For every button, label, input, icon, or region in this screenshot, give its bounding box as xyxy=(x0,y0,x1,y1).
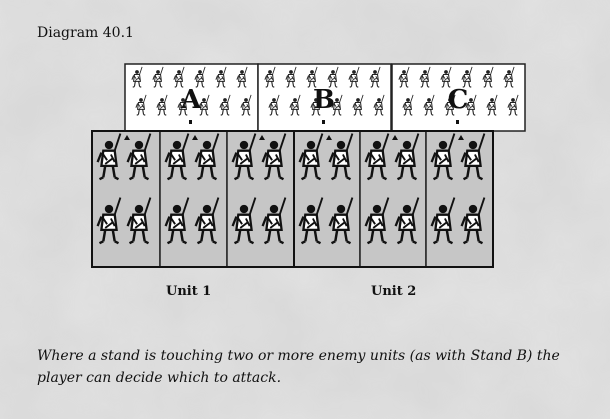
enemy-stand-b: B xyxy=(258,64,391,131)
enemy-stands: A B C xyxy=(125,64,525,131)
enemy-stand-c: C xyxy=(392,64,525,131)
stand-front-marker xyxy=(456,120,459,124)
friendly-stands xyxy=(92,131,493,267)
stand-label-a: A xyxy=(180,85,202,115)
friendly-stand-5 xyxy=(360,131,426,267)
enemy-stand-a: A xyxy=(125,64,258,131)
stand-front-marker xyxy=(189,120,192,124)
stand-front-marker xyxy=(322,120,325,124)
friendly-stand-1 xyxy=(92,131,160,267)
stand-label-b: B xyxy=(313,85,335,115)
friendly-stand-2 xyxy=(160,131,227,267)
friendly-stand-6 xyxy=(426,131,493,267)
unit-1-label: Unit 1 xyxy=(166,284,211,299)
friendly-stand-3 xyxy=(227,131,294,267)
friendly-stand-4 xyxy=(294,131,360,267)
stand-label-c: C xyxy=(448,85,469,115)
explanatory-note: Where a stand is touching two or more en… xyxy=(37,345,577,389)
unit-2-label: Unit 2 xyxy=(371,284,416,299)
